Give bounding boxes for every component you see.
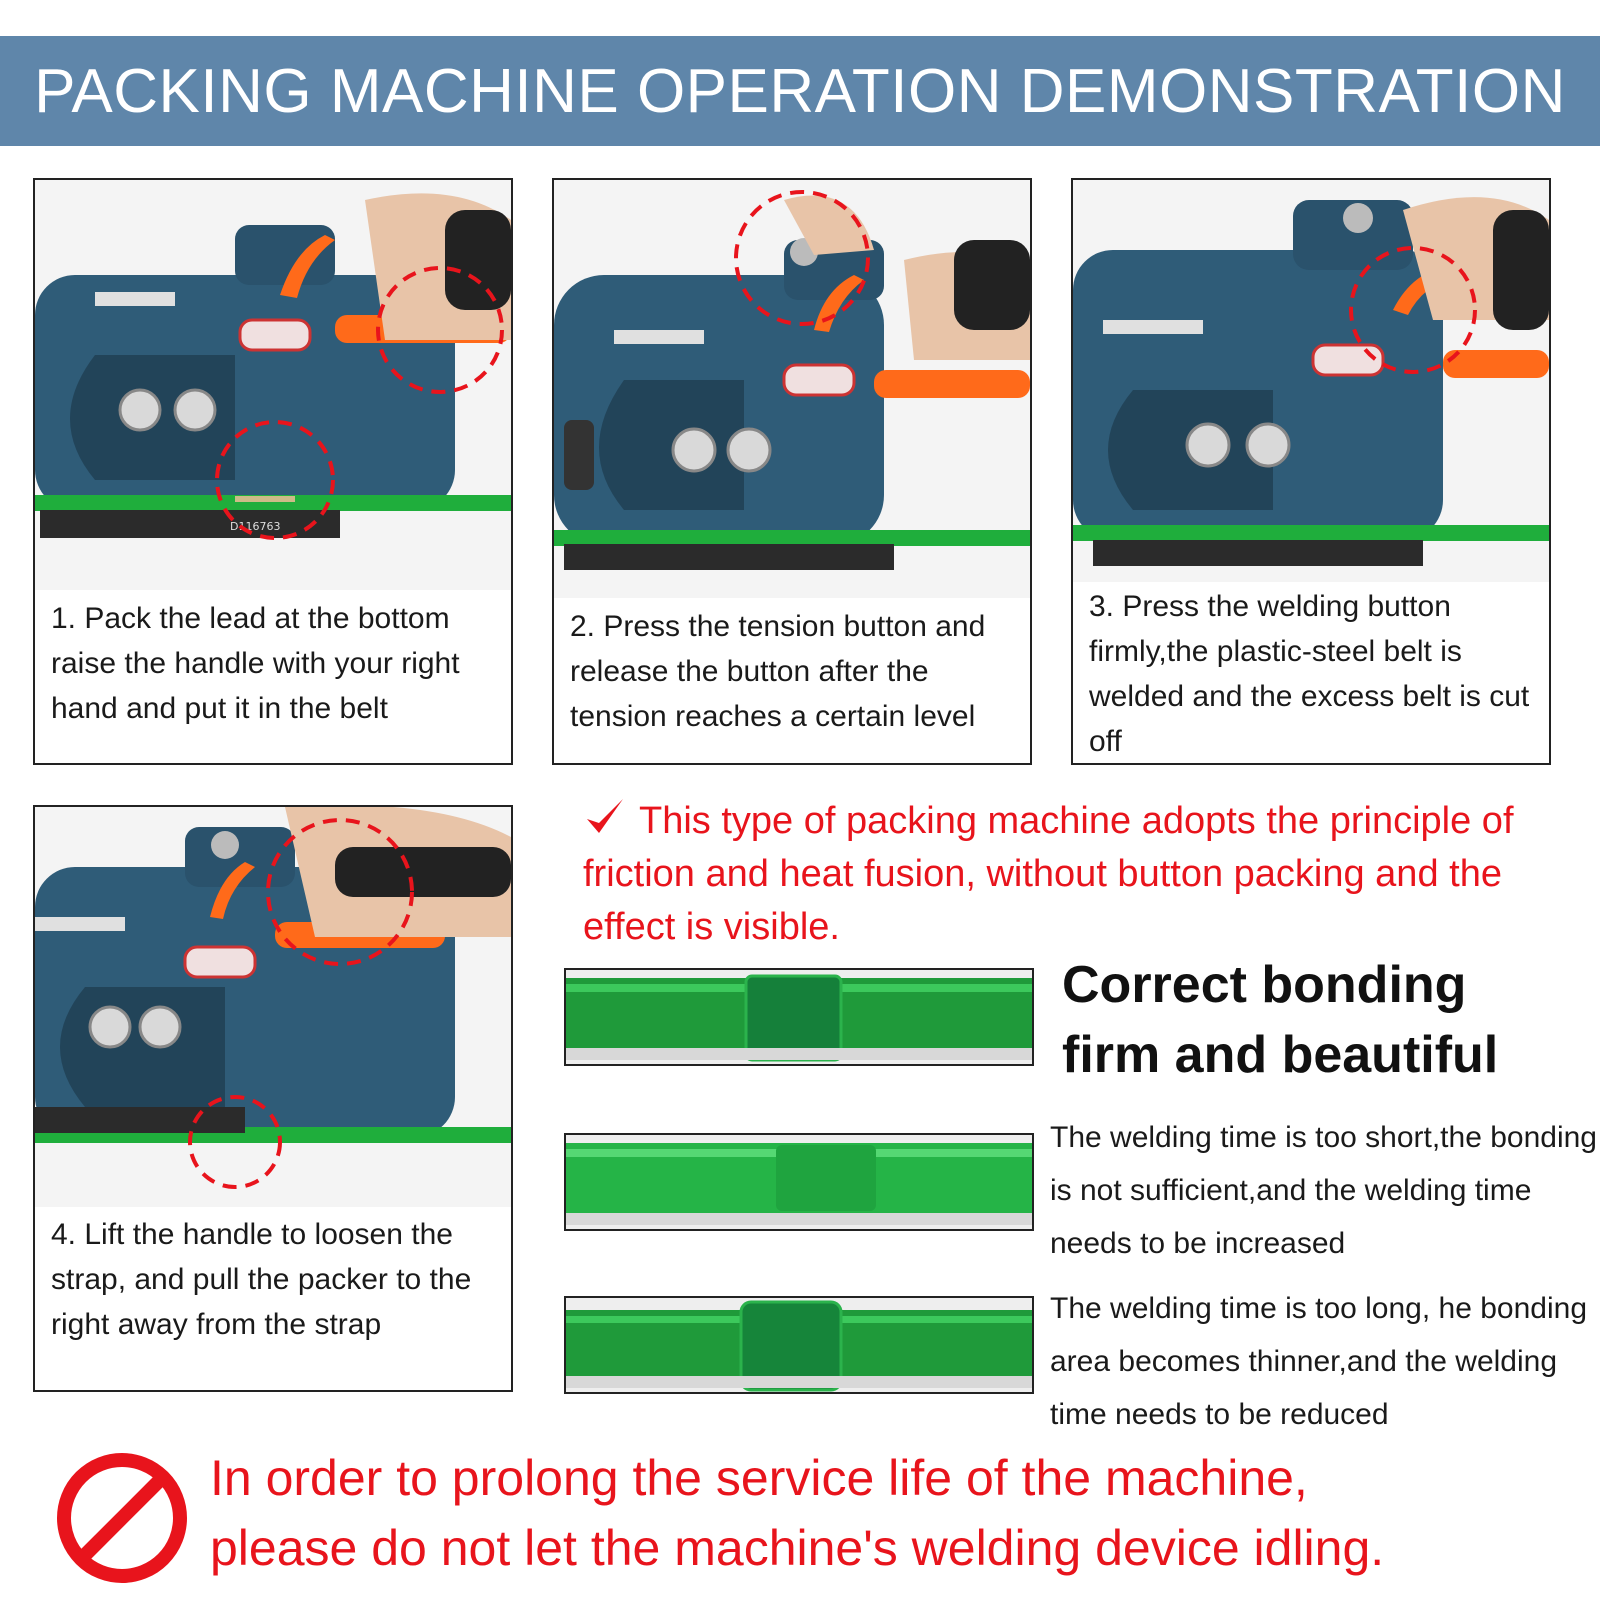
check-mark-icon: [587, 799, 623, 833]
step-description: 4. Lift the handle to loosen the strap, …: [51, 1218, 472, 1341]
machine-illustration: [1073, 180, 1549, 582]
strapping-machine-photo: [35, 807, 511, 1207]
green-strap-photo: [566, 970, 1032, 1064]
strap-sample-too-long: [564, 1296, 1034, 1394]
warning-line-1: In order to prolong the service life of …: [210, 1450, 1308, 1506]
strap-sample-too-short: [564, 1133, 1034, 1231]
step-description: 3. Press the welding button firmly,the p…: [1089, 590, 1530, 758]
bonding-too-short-note: The welding time is too short,the bondin…: [1050, 1121, 1597, 1260]
strapping-machine-photo: D116763: [35, 180, 511, 590]
strap-sample-correct: [564, 968, 1034, 1066]
strapping-machine-photo: [1073, 180, 1549, 582]
green-strap-photo: [566, 1298, 1032, 1392]
principle-statement: This type of packing machine adopts the …: [583, 795, 1583, 954]
strapping-machine-photo: [554, 180, 1030, 598]
title-banner: PACKING MACHINE OPERATION DEMONSTRATION: [0, 36, 1600, 146]
step-card-2: 2. Press the tension button and release …: [552, 178, 1032, 765]
step-description: 1. Pack the lead at the bottom raise the…: [51, 602, 460, 725]
bonding-too-long-note: The welding time is too long, he bonding…: [1050, 1292, 1588, 1431]
green-strap-photo: [566, 1135, 1032, 1229]
machine-serial-label: D116763: [230, 520, 280, 533]
step-card-3: 3. Press the welding button firmly,the p…: [1071, 178, 1551, 765]
warning-line-2: please do not let the machine's welding …: [210, 1520, 1385, 1576]
machine-illustration: [35, 807, 511, 1207]
machine-illustration: D116763: [35, 180, 511, 590]
principle-text: This type of packing machine adopts the …: [583, 800, 1514, 948]
page-title: PACKING MACHINE OPERATION DEMONSTRATION: [34, 56, 1566, 126]
prohibited-icon: [57, 1453, 187, 1583]
step-card-4: 4. Lift the handle to loosen the strap, …: [33, 805, 513, 1392]
warning-message: In order to prolong the service life of …: [210, 1443, 1590, 1583]
machine-illustration: [554, 180, 1030, 598]
step-description: 2. Press the tension button and release …: [570, 610, 986, 733]
step-card-1: D116763 1. Pack the lead at the bottom r…: [33, 178, 513, 765]
correct-bonding-title: Correct bonding firm and beautiful: [1062, 956, 1499, 1084]
